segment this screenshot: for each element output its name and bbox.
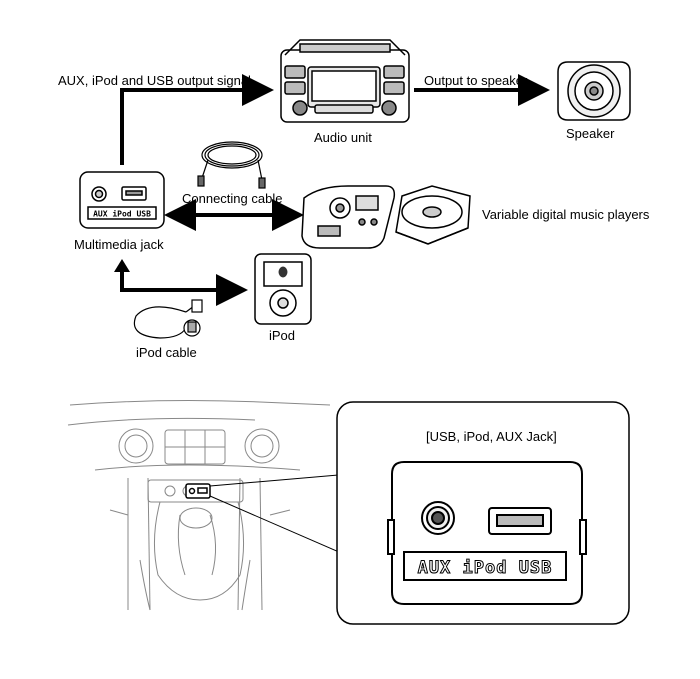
speaker-icon xyxy=(557,61,631,121)
digital-players-label: Variable digital music players xyxy=(482,207,650,222)
cd-player-icon xyxy=(395,185,471,245)
connecting-cable-icon xyxy=(197,141,266,189)
multimedia-jack-icon xyxy=(79,171,165,229)
car-jack-location xyxy=(185,483,211,499)
ipod-label: iPod xyxy=(269,328,296,343)
connecting-cable-label: Connecting cable xyxy=(182,191,283,206)
digital-player-icon xyxy=(301,185,396,249)
ipod-cable-label: iPod cable xyxy=(136,345,197,360)
signal-arrow xyxy=(120,74,274,165)
car-console-illustration xyxy=(67,400,331,611)
speaker-label: Speaker xyxy=(566,126,615,141)
ipod-icon xyxy=(254,253,312,325)
signal-label: AUX, iPod and USB output signal xyxy=(58,73,251,88)
jack-detail-label: [USB, iPod, AUX Jack] xyxy=(426,429,557,444)
jack-large-label: AUX iPod USB xyxy=(418,558,553,578)
jack-small-label: AUX iPod USB xyxy=(93,209,151,219)
ipod-arrow xyxy=(114,259,248,306)
output-speaker-label: Output to speaker xyxy=(424,73,528,88)
audio-unit-icon xyxy=(280,39,410,123)
audio-unit-label: Audio unit xyxy=(314,130,372,145)
multimedia-jack-label: Multimedia jack xyxy=(74,237,164,252)
jack-large-icon xyxy=(387,461,587,605)
ipod-cable-icon xyxy=(133,299,203,339)
